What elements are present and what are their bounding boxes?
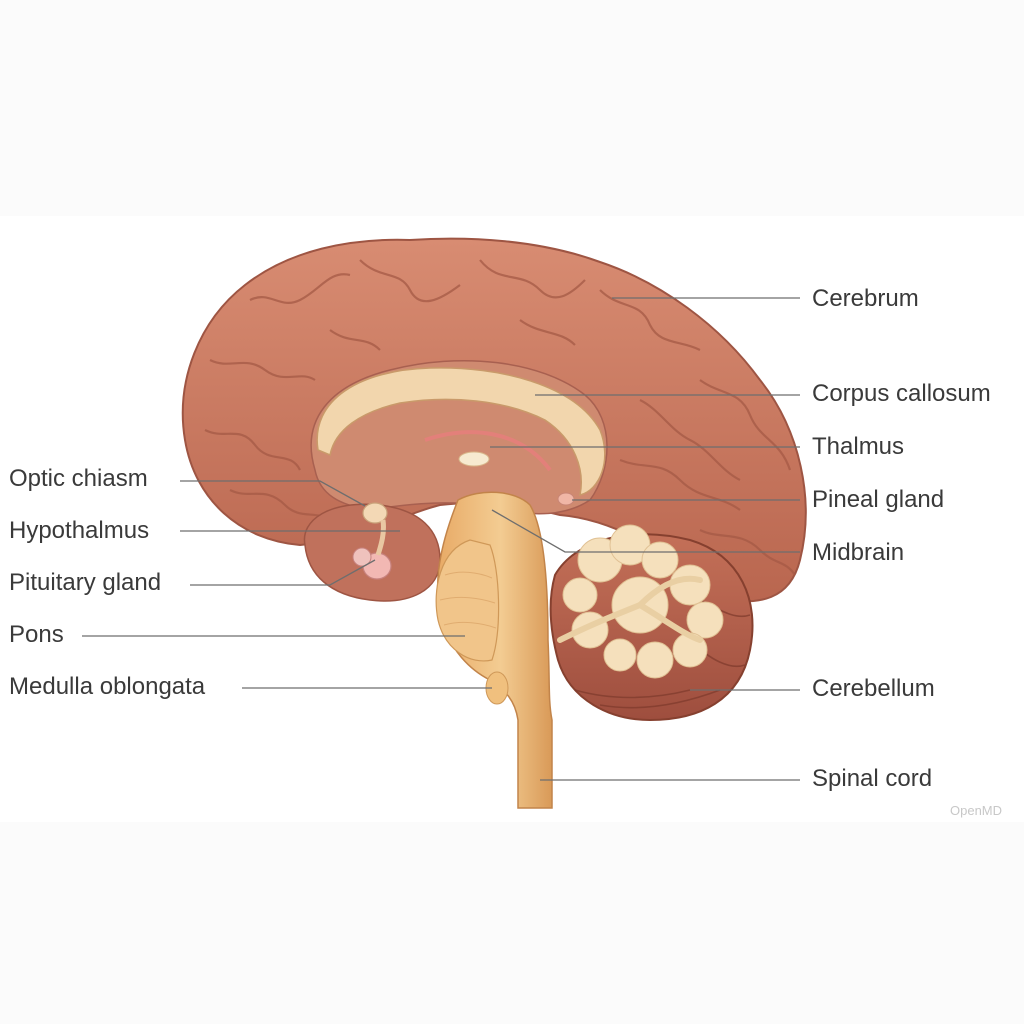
label-thalmus: Thalmus — [812, 433, 905, 460]
corpus-callosum-shape — [316, 367, 606, 497]
label-pituitary-gland: Pituitary gland — [9, 569, 162, 596]
optic-chiasm-shape — [362, 502, 388, 524]
label-cerebrum: Cerebrum — [812, 285, 919, 312]
label-hypothalmus: Hypothalmus — [9, 517, 150, 544]
label-cerebellum: Cerebellum — [812, 675, 935, 702]
label-spinal-cord: Spinal cord — [812, 765, 933, 792]
label-pineal-gland: Pineal gland — [812, 486, 945, 513]
leader-lines — [82, 297, 800, 781]
gyri-folds — [204, 259, 796, 576]
thalamus-shape — [458, 451, 490, 467]
label-corpus-callosum: Corpus callosum — [812, 380, 991, 407]
label-optic-chiasm: Optic chiasm — [9, 465, 148, 492]
pons-shape — [435, 539, 500, 662]
thalamus-arc — [424, 430, 552, 472]
label-midbrain: Midbrain — [812, 539, 905, 566]
pineal-gland-shape — [557, 492, 575, 506]
label-medulla-oblongata: Medulla oblongata — [9, 673, 206, 700]
watermark: OpenMD — [950, 803, 1003, 818]
label-pons: Pons — [9, 621, 64, 648]
